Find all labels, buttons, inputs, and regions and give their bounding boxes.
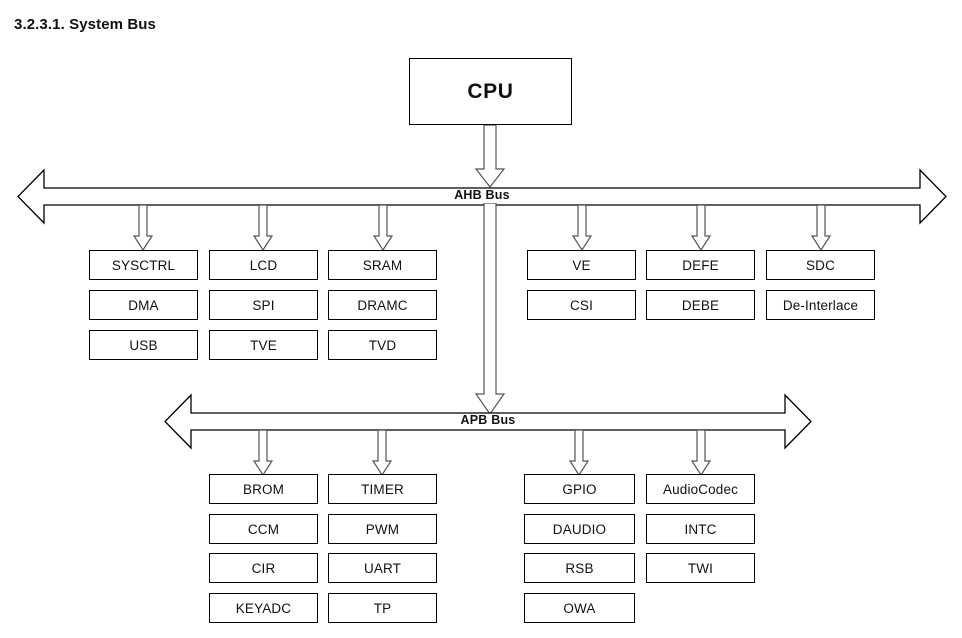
block-de-interlace: De-Interlace (766, 290, 875, 320)
block-csi: CSI (527, 290, 636, 320)
block-audiocodec: AudioCodec (646, 474, 755, 504)
block-tp: TP (328, 593, 437, 623)
block-ccm: CCM (209, 514, 318, 544)
connector-ahb-to-sysctrl (132, 205, 154, 251)
block-intc: INTC (646, 514, 755, 544)
block-brom: BROM (209, 474, 318, 504)
block-pwm: PWM (328, 514, 437, 544)
connector-apb-to-brom (252, 430, 274, 476)
block-lcd: LCD (209, 250, 318, 280)
block-twi: TWI (646, 553, 755, 583)
block-dramc: DRAMC (328, 290, 437, 320)
block-timer: TIMER (328, 474, 437, 504)
connector-apb-to-gpio (568, 430, 590, 476)
block-owa: OWA (524, 593, 635, 623)
connector-ahb-to-lcd (252, 205, 274, 251)
block-uart: UART (328, 553, 437, 583)
block-spi: SPI (209, 290, 318, 320)
block-keyadc: KEYADC (209, 593, 318, 623)
block-cir: CIR (209, 553, 318, 583)
block-rsb: RSB (524, 553, 635, 583)
block-tvd: TVD (328, 330, 437, 360)
block-defe: DEFE (646, 250, 755, 280)
connector-ahb-to-sdc (810, 205, 832, 251)
block-dma: DMA (89, 290, 198, 320)
connector-cpu-to-ahb (473, 125, 507, 188)
block-sram: SRAM (328, 250, 437, 280)
connector-ahb-to-defe (690, 205, 712, 251)
block-gpio: GPIO (524, 474, 635, 504)
block-cpu: CPU (409, 58, 572, 125)
block-debe: DEBE (646, 290, 755, 320)
block-usb: USB (89, 330, 198, 360)
block-tve: TVE (209, 330, 318, 360)
block-ve: VE (527, 250, 636, 280)
connector-ahb-to-ve (571, 205, 593, 251)
connector-ahb-to-apb (473, 203, 507, 415)
block-sdc: SDC (766, 250, 875, 280)
page-title: 3.2.3.1. System Bus (14, 16, 156, 33)
block-daudio: DAUDIO (524, 514, 635, 544)
connector-apb-to-timer (371, 430, 393, 476)
connector-ahb-to-sram (372, 205, 394, 251)
connector-apb-to-audiocodec (690, 430, 712, 476)
block-sysctrl: SYSCTRL (89, 250, 198, 280)
